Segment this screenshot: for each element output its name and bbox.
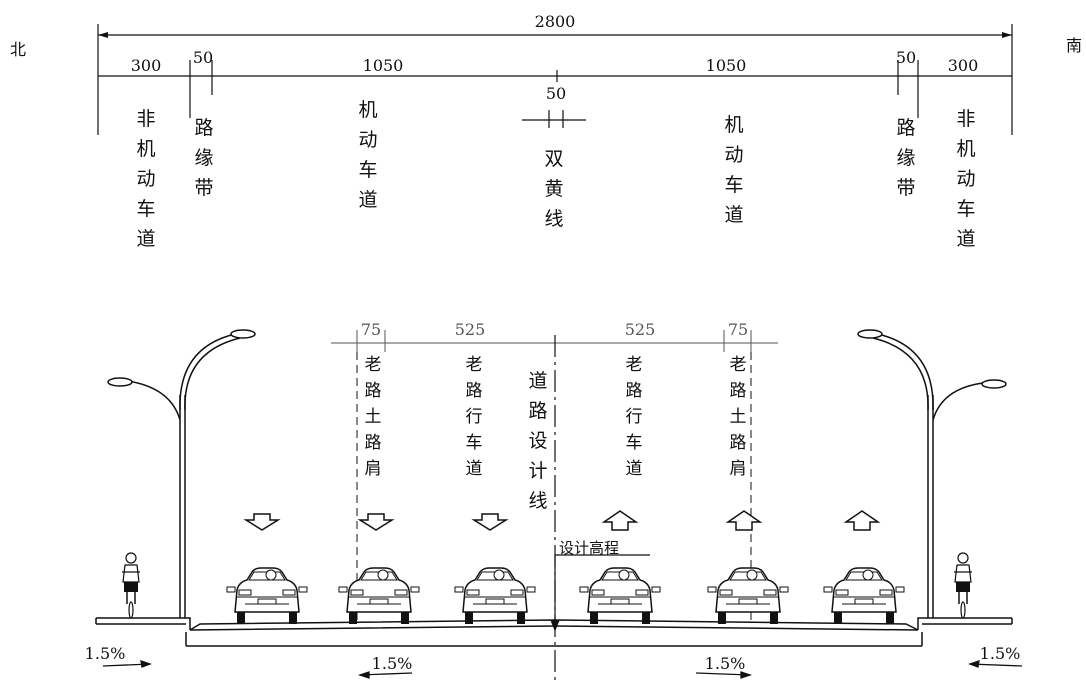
label-motor-left: 机动车道 [358,99,378,211]
cyclist-icon [953,552,973,619]
dim-motor-right: 1050 [705,56,747,75]
label-motor-right: 机动车道 [724,114,744,226]
label-bike-lane-left: 非机动车道 [136,108,156,250]
car-icon [454,567,536,625]
design-elevation-marker [550,554,650,632]
label-old-shoulder-right: 老路土路肩 [729,355,747,479]
cars [226,567,905,625]
street-lamp-left [107,329,256,618]
car-icon [579,567,661,625]
label-old-carriageway-left: 老路行车道 [465,355,483,479]
slope-left-carriageway: 1.5% [371,654,413,673]
north-label: 北 [10,40,27,59]
slope-arrows [102,660,1023,679]
dim-carriageway-left: 525 [454,320,486,339]
label-design-line: 道路设计线 [528,370,548,512]
car-icon [338,567,420,625]
label-old-shoulder-left: 老路土路肩 [364,355,382,479]
car-icon [823,567,905,625]
dim-curb-right: 50 [895,48,917,67]
label-bike-lane-right: 非机动车道 [956,108,976,250]
dim-bike-left: 300 [130,56,162,75]
label-double-yellow: 双黄线 [544,148,564,230]
car-icon [707,567,789,625]
south-label: 南 [1066,36,1083,55]
label-curb-left: 路缘带 [194,117,214,199]
car-icon [226,567,308,625]
road-surface [95,617,1013,647]
street-lamp-right [857,329,1007,618]
top-dimension-lines [97,24,1013,135]
dim-bike-right: 300 [947,56,979,75]
dim-shoulder-right: 75 [727,320,749,339]
slope-right-carriageway: 1.5% [704,654,746,673]
dashed-guide-lines [356,352,752,620]
dim-shoulder-left: 75 [360,320,382,339]
dim-curb-left: 50 [192,48,214,67]
direction-arrows [245,510,879,531]
label-old-carriageway-right: 老路行车道 [625,355,643,479]
dim-total: 2800 [534,12,576,31]
dim-median: 50 [545,84,567,103]
dim-motor-left: 1050 [362,56,404,75]
slope-right-sidewalk: 1.5% [979,644,1021,663]
dim-carriageway-right: 525 [624,320,656,339]
slope-left-sidewalk: 1.5% [84,644,126,663]
cyclist-icon [121,552,141,619]
label-curb-right: 路缘带 [896,117,916,199]
design-elevation-label: 设计高程 [559,539,620,557]
